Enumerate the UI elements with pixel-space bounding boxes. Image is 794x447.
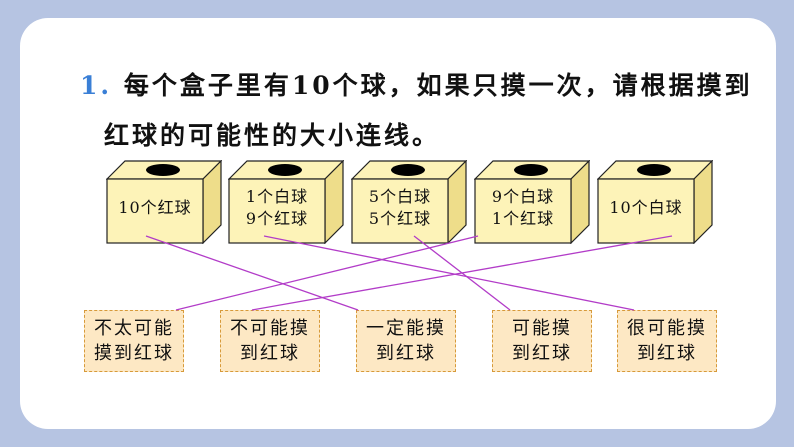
box-shape [351,160,467,244]
box-label-line-1: 1个白球 [245,187,309,206]
box-hole [637,164,671,176]
box-hole [146,164,180,176]
box-label-line-1: 5个白球 [368,187,432,206]
card-line-2: 摸到红球 [94,343,174,364]
question-text-1: 每个盒子里有10个球，如果只摸一次，请根据摸到 [123,71,753,100]
card-line-2: 到红球 [240,343,300,364]
box-label: 10个红球 [108,176,202,240]
box-label-line-2: 1个红球 [491,209,555,228]
card-line-2: 到红球 [637,343,697,364]
answer-card-5[interactable]: 很可能摸 到红球 [617,310,717,372]
box-label-line-1: 10个红球 [118,198,192,217]
box-label-line-2: 9个红球 [245,209,309,228]
question-line-1: 1. 每个盒子里有10个球，如果只摸一次，请根据摸到 [80,66,753,102]
ball-box-3[interactable]: 5个白球 5个红球 [351,160,467,244]
connection-line [251,235,673,311]
connection-line [263,235,635,311]
ball-box-1[interactable]: 10个红球 [106,160,222,244]
box-label-line-1: 10个白球 [609,198,683,217]
connection-line [175,235,479,311]
answer-card-3[interactable]: 一定能摸 到红球 [356,310,456,372]
answer-card-4[interactable]: 可能摸 到红球 [492,310,592,372]
box-shape [228,160,344,244]
question-number: 1. [80,71,113,100]
card-line-1: 一定能摸 [366,318,446,339]
box-label: 10个白球 [599,176,693,240]
ball-box-5[interactable]: 10个白球 [597,160,713,244]
box-hole [391,164,425,176]
card-line-1: 可能摸 [512,318,572,339]
box-shape [597,160,713,244]
card-line-1: 不太可能 [94,318,174,339]
answer-card-2[interactable]: 不可能摸 到红球 [220,310,320,372]
box-hole [268,164,302,176]
box-hole [514,164,548,176]
card-line-1: 很可能摸 [627,318,707,339]
box-shape [106,160,222,244]
box-label-line-2: 5个红球 [368,209,432,228]
question-line-2: 红球的可能性的大小连线。 [104,121,441,150]
ball-box-4[interactable]: 9个白球 1个红球 [474,160,590,244]
box-shape [474,160,590,244]
card-line-2: 到红球 [512,343,572,364]
ball-box-2[interactable]: 1个白球 9个红球 [228,160,344,244]
box-label: 5个白球 5个红球 [353,176,447,240]
box-label-line-1: 9个白球 [491,187,555,206]
box-label: 1个白球 9个红球 [230,176,324,240]
answer-card-1[interactable]: 不太可能 摸到红球 [84,310,184,372]
card-line-1: 不可能摸 [230,318,310,339]
card-line-2: 到红球 [376,343,436,364]
box-label: 9个白球 1个红球 [476,176,570,240]
